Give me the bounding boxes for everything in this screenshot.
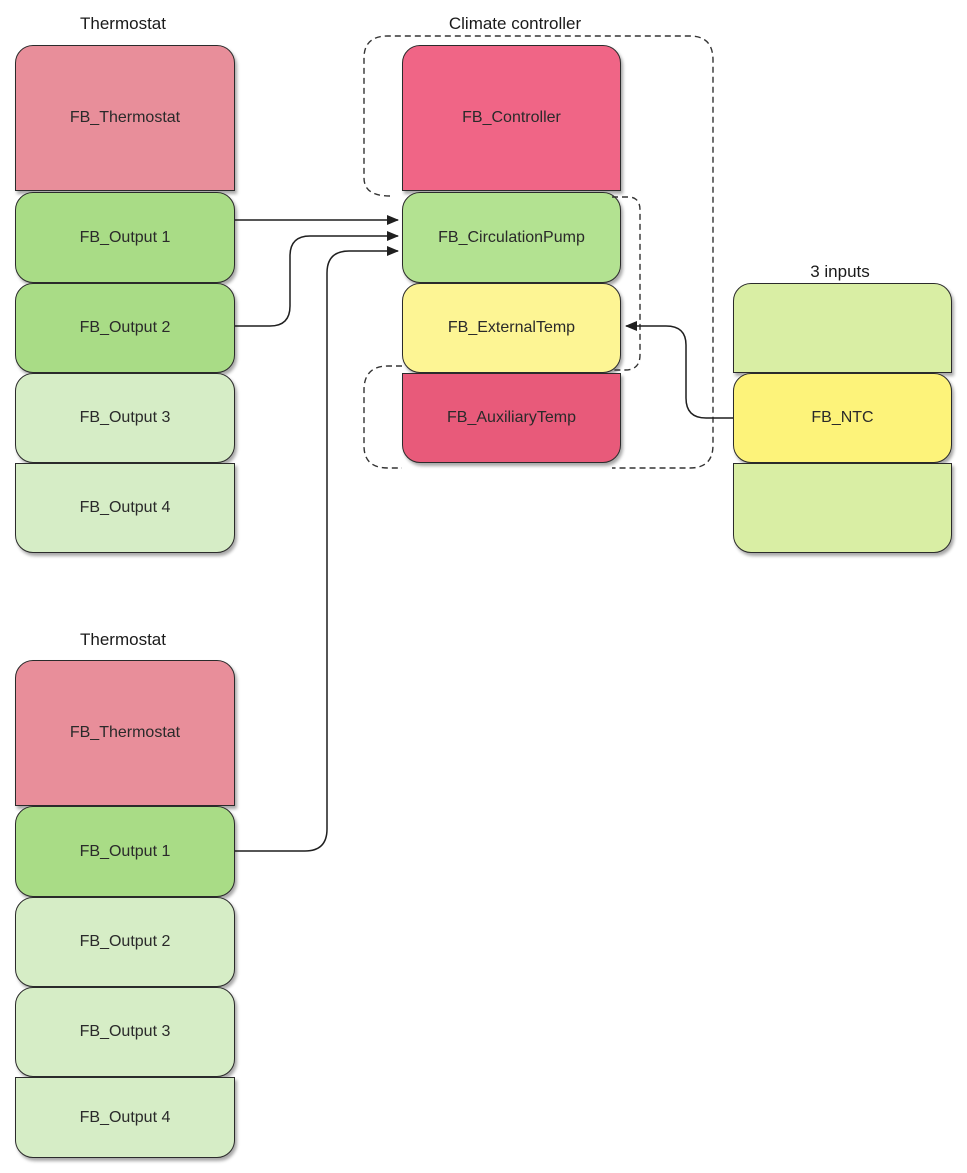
fb-external-temp-block: FB_ExternalTemp [402, 283, 621, 373]
fb-output-1-block-2: FB_Output 1 [15, 806, 235, 897]
fb-output-1-block: FB_Output 1 [15, 192, 235, 283]
fb-thermostat-block: FB_Thermostat [15, 45, 235, 191]
fb-output-4-block-2: FB_Output 4 [15, 1077, 235, 1158]
thermostat-2-title: Thermostat [80, 630, 166, 649]
fb-output-4-block: FB_Output 4 [15, 463, 235, 553]
wire-ntc-to-external-temp [625, 321, 733, 419]
fb-auxiliary-temp-block: FB_AuxiliaryTemp [402, 373, 621, 463]
auxiliary-dashed-outline [363, 365, 402, 469]
thermostat-1-title: Thermostat [80, 14, 166, 33]
fb-thermostat-block-2: FB_Thermostat [15, 660, 235, 806]
fb-output-2-block: FB_Output 2 [15, 283, 235, 373]
fb-circulation-pump-block: FB_CirculationPump [402, 192, 621, 283]
input-empty-block-bottom [733, 463, 952, 553]
inputs-title: 3 inputs [810, 262, 870, 281]
controller-dashed-outline-main [363, 35, 714, 469]
input-empty-block-top [733, 283, 952, 373]
wire-output2-to-pump [235, 231, 399, 327]
fb-output-3-block-2: FB_Output 3 [15, 987, 235, 1077]
fb-output-3-block: FB_Output 3 [15, 373, 235, 463]
fb-ntc-block: FB_NTC [733, 373, 952, 463]
fb-controller-block: FB_Controller [402, 45, 621, 191]
wire-output1b-to-pump [235, 246, 399, 852]
controller-dashed-outline [363, 45, 402, 196]
fb-output-2-block-2: FB_Output 2 [15, 897, 235, 987]
climate-controller-title: Climate controller [448, 14, 582, 33]
